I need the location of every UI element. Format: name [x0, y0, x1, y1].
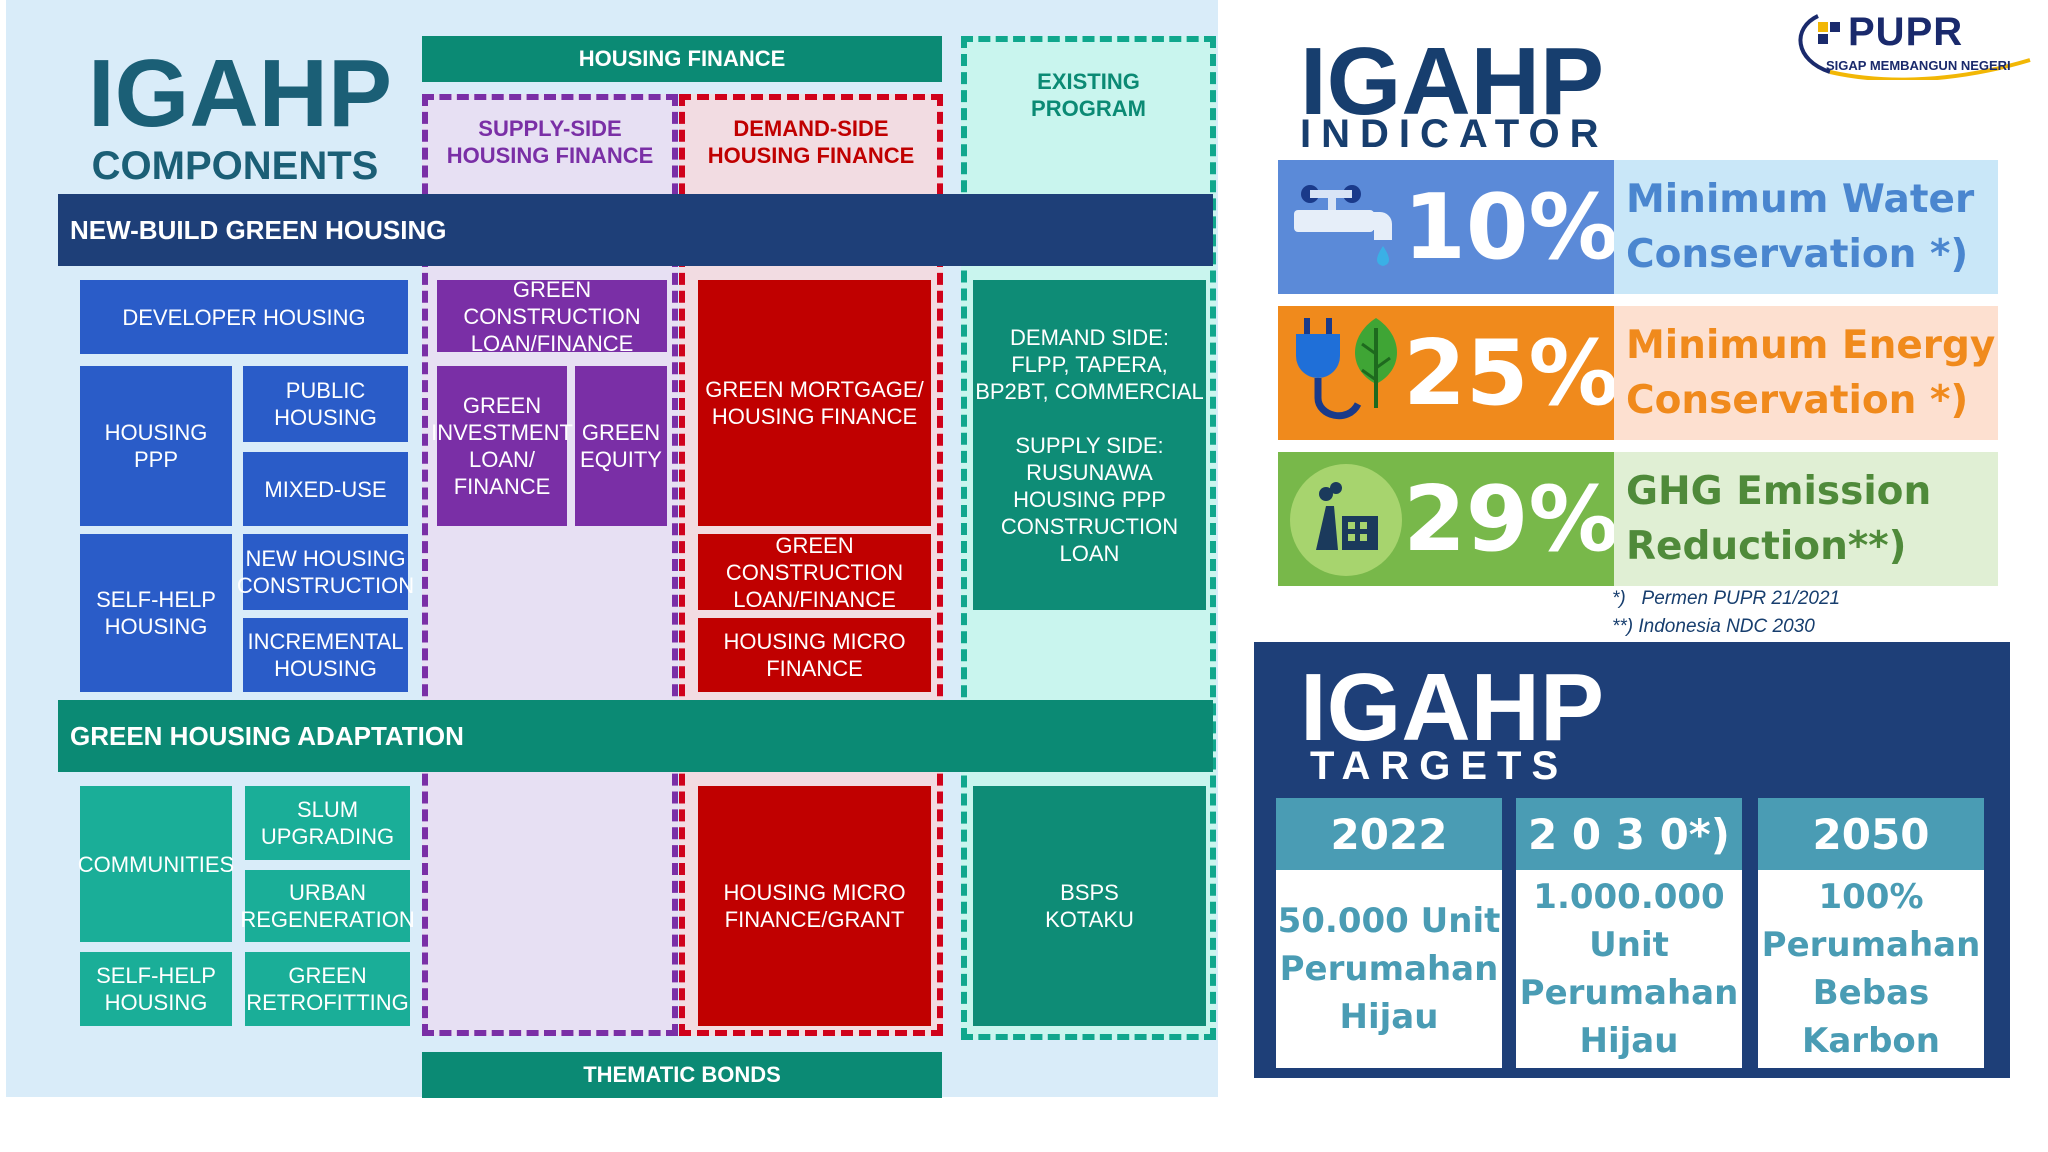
green-investment-loan: GREEN INVESTMENT LOAN/ FINANCE [431, 366, 573, 526]
green-mortgage: GREEN MORTGAGE/ HOUSING FINANCE [698, 280, 931, 526]
energy-value: 25% [1403, 320, 1619, 426]
ghg-value: 29% [1403, 466, 1619, 572]
housing-ppp-block: HOUSING PPP [80, 366, 232, 526]
indicator-title: IGAHP [1300, 28, 1605, 135]
footnote-permen: *) Permen PUPR 21/2021 [1612, 588, 1841, 609]
supply-green-construction-loan: GREEN CONSTRUCTION LOAN/FINANCE [437, 277, 667, 356]
water-value: 10% [1403, 174, 1619, 280]
demand-green-construction-loan: GREEN CONSTRUCTION LOAN/FINANCE [698, 533, 931, 612]
new-housing-construction-block: NEW HOUSING CONSTRUCTION [237, 534, 414, 610]
green-equity: GREEN EQUITY [575, 366, 667, 526]
targets-title: IGAHP [1300, 654, 1605, 761]
adaptation-band: GREEN HOUSING ADAPTATION [58, 700, 1213, 772]
components-subtitle: COMPONENTS [91, 144, 379, 188]
water-indicator-row: 10% Minimum Water Conservation *) [1278, 160, 1998, 294]
housing-micro-finance: HOUSING MICRO FINANCE [698, 618, 931, 692]
target-text-2050: 100% Perumahan Bebas Karbon [1758, 870, 1984, 1068]
green-retrofitting-block: GREEN RETROFITTING [245, 952, 410, 1026]
energy-label: Minimum Energy Conservation *) [1614, 306, 1998, 440]
target-year-2022: 2022 [1276, 798, 1502, 870]
target-text-2030: 1.000.000 Unit Perumahan Hijau [1516, 870, 1742, 1068]
public-housing-block: PUBLIC HOUSING [243, 366, 408, 442]
existing-programs-list: DEMAND SIDE: FLPP, TAPERA, BP2BT, COMMER… [973, 280, 1206, 610]
new-build-band: NEW-BUILD GREEN HOUSING [58, 194, 1213, 266]
ghg-indicator-row: 29% GHG Emission Reduction**) [1278, 452, 1998, 586]
indicator-subtitle: INDICATOR [1300, 112, 1609, 156]
housing-finance-header: HOUSING FINANCE [422, 36, 942, 82]
water-label: Minimum Water Conservation *) [1614, 160, 1998, 294]
bsps-kotaku-block: BSPS KOTAKU [973, 786, 1206, 1026]
pupr-logo: PUPR SIGAP MEMBANGUN NEGERI [1790, 8, 2040, 80]
adaptation-self-help-block: SELF-HELP HOUSING [80, 952, 232, 1026]
urban-regeneration-block: URBAN REGENERATION [240, 870, 415, 942]
components-title: IGAHP [87, 40, 393, 147]
supply-side-header: SUPPLY-SIDE HOUSING FINANCE [446, 116, 654, 168]
targets-subtitle: TARGETS [1310, 744, 1569, 788]
plug-leaf-icon [1296, 318, 1397, 420]
energy-indicator-row: 25% Minimum Energy Conservation *) [1278, 306, 1998, 440]
ghg-label: GHG Emission Reduction**) [1614, 452, 1998, 586]
footnote-ndc: **) Indonesia NDC 2030 [1612, 616, 1815, 637]
housing-micro-finance-grant: HOUSING MICRO FINANCE/GRANT [698, 786, 931, 1026]
factory-icon [1290, 464, 1402, 576]
thematic-bonds-bar: THEMATIC BONDS [422, 1052, 942, 1098]
existing-program-header: EXISTING PROGRAM [1031, 69, 1146, 121]
logo-swoosh-icon [1798, 14, 2031, 80]
slum-upgrading-block: SLUM UPGRADING [245, 786, 410, 860]
logo-tagline: SIGAP MEMBANGUN NEGERI [1826, 58, 2011, 73]
communities-block: COMMUNITIES [78, 786, 234, 942]
target-text-2022: 50.000 Unit Perumahan Hijau [1276, 870, 1502, 1068]
target-year-2030: 2 0 3 0*) [1516, 798, 1742, 870]
mixed-use-block: MIXED-USE [243, 452, 408, 526]
water-tap-icon [1294, 185, 1392, 266]
self-help-housing-block: SELF-HELP HOUSING [80, 534, 232, 692]
logo-text: PUPR [1848, 10, 1964, 54]
target-year-2050: 2050 [1758, 798, 1984, 870]
incremental-housing-block: INCREMENTAL HOUSING [243, 618, 408, 692]
demand-side-header: DEMAND-SIDE HOUSING FINANCE [707, 116, 915, 168]
developer-housing-block: DEVELOPER HOUSING [80, 280, 408, 354]
